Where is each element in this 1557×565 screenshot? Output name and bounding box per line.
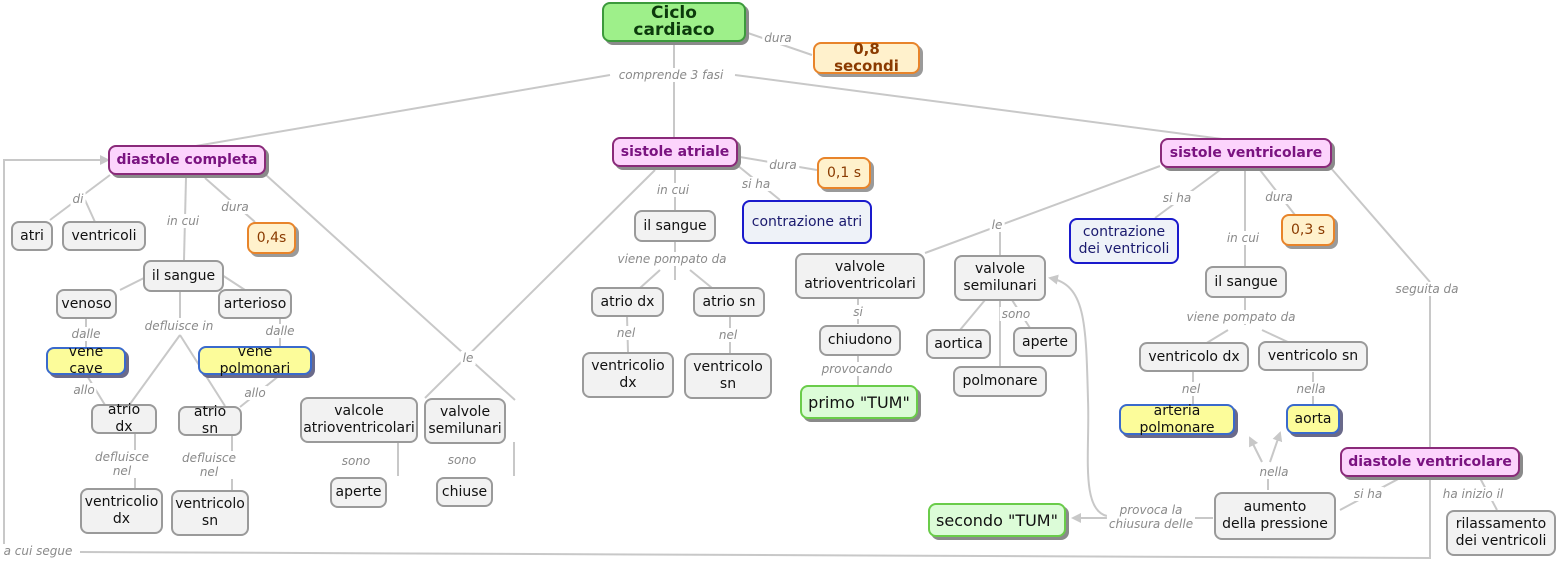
link-label-sono: sono bbox=[339, 454, 373, 468]
link-label-a-cui-segue: a cui segue bbox=[1, 544, 75, 558]
node-ventricolo-dx[interactable]: ventricolio dx bbox=[80, 488, 163, 534]
node-sistole-atriale[interactable]: sistole atriale bbox=[612, 137, 738, 167]
node-ventricolo-sn[interactable]: ventricolo sn bbox=[171, 490, 249, 536]
link-label-defluisce-nel: defluisce nel bbox=[93, 450, 151, 478]
node-il-sangue[interactable]: il sangue bbox=[143, 260, 224, 292]
link-label-dura: dura bbox=[767, 158, 799, 172]
link-label-si: si bbox=[851, 305, 865, 319]
node-ventricolo-dx-sistole[interactable]: ventricolo dx bbox=[1139, 342, 1249, 372]
node-diastole-completa[interactable]: diastole completa bbox=[108, 145, 266, 175]
link-label-pompato: viene pompato da bbox=[1184, 310, 1298, 324]
link-label-sono: sono bbox=[999, 307, 1033, 321]
node-arterioso[interactable]: arterioso bbox=[218, 289, 292, 319]
node-sistole-ventricolare[interactable]: sistole ventricolare bbox=[1160, 138, 1332, 168]
node-aorta[interactable]: aorta bbox=[1286, 404, 1340, 434]
node-duration-atriale[interactable]: 0,1 s bbox=[817, 157, 871, 189]
node-contrazione-atri[interactable]: contrazione atri bbox=[742, 200, 872, 244]
node-secondo-tum[interactable]: secondo "TUM" bbox=[928, 503, 1066, 537]
node-il-sangue-ventricolare[interactable]: il sangue bbox=[1205, 266, 1287, 298]
link-label-dalle: dalle bbox=[263, 324, 297, 338]
node-valvole-sl-diastole[interactable]: valvole semilunari bbox=[424, 398, 506, 444]
node-chiudono[interactable]: chiudono bbox=[819, 325, 901, 356]
node-ventricolo-sn-atriale[interactable]: ventricolo sn bbox=[684, 353, 772, 399]
node-aperte-sistole[interactable]: aperte bbox=[1013, 327, 1077, 357]
link-label-in-cui: in cui bbox=[164, 214, 202, 228]
link-label-le: le bbox=[460, 351, 476, 365]
link-label-defluisce-nel: defluisce nel bbox=[180, 451, 238, 479]
link-label-sono: sono bbox=[445, 453, 479, 467]
link-label-seguita-da: seguita da bbox=[1393, 282, 1461, 296]
node-venoso[interactable]: venoso bbox=[56, 289, 117, 319]
link-label-dura: dura bbox=[1263, 190, 1295, 204]
link-label-defluisce-in: defluisce in bbox=[142, 319, 216, 333]
node-valvole-av-diastole[interactable]: valcole atrioventricolari bbox=[300, 397, 418, 443]
link-label-comprende: comprende 3 fasi bbox=[616, 68, 726, 82]
node-aortica[interactable]: aortica bbox=[926, 329, 991, 359]
node-primo-tum[interactable]: primo "TUM" bbox=[800, 385, 918, 419]
link-label-nella: nella bbox=[1257, 465, 1291, 479]
link-label-pompato: viene pompato da bbox=[615, 252, 729, 266]
link-label-si-ha: si ha bbox=[739, 177, 773, 191]
node-ciclo-cardiaco[interactable]: Ciclo cardiaco bbox=[602, 2, 746, 42]
node-atrio-sn[interactable]: atrio sn bbox=[178, 404, 242, 437]
node-atrio-dx-atriale[interactable]: atrio dx bbox=[591, 287, 664, 317]
link-label-provocando: provocando bbox=[819, 362, 895, 376]
node-rilassamento[interactable]: rilassamento dei ventricoli bbox=[1446, 510, 1556, 556]
link-label-di: di bbox=[70, 192, 86, 206]
node-atri[interactable]: atri bbox=[11, 221, 53, 251]
link-label-dura: dura bbox=[762, 31, 794, 45]
link-label-provoca: provoca la chiusura delle bbox=[1106, 503, 1196, 531]
node-ventricolo-sn-sistole[interactable]: ventricolo sn bbox=[1258, 341, 1368, 371]
node-valvole-sl-sistole[interactable]: valvole semilunari bbox=[954, 255, 1046, 301]
node-il-sangue-atriale[interactable]: il sangue bbox=[634, 210, 716, 242]
link-label-nel: nel bbox=[614, 326, 638, 340]
node-chiuse[interactable]: chiuse bbox=[436, 477, 493, 507]
link-label-dura: dura bbox=[219, 200, 251, 214]
node-valvole-av-sistole[interactable]: valvole atrioventricolari bbox=[795, 253, 925, 299]
link-label-le: le bbox=[989, 218, 1005, 232]
link-label-nel: nel bbox=[1179, 382, 1203, 396]
link-label-in-cui: in cui bbox=[654, 183, 692, 197]
node-atrio-sn-atriale[interactable]: atrio sn bbox=[693, 287, 765, 317]
node-aperte[interactable]: aperte bbox=[330, 477, 387, 508]
node-ventricolo-dx-atriale[interactable]: ventricolio dx bbox=[582, 352, 674, 398]
link-label-si-ha: si ha bbox=[1351, 487, 1385, 501]
node-aumento-pressione[interactable]: aumento della pressione bbox=[1214, 492, 1336, 540]
link-label-dalle: dalle bbox=[69, 327, 103, 341]
node-duration-cycle[interactable]: 0,8 secondi bbox=[813, 41, 920, 75]
node-arteria-polmonare[interactable]: arteria polmonare bbox=[1119, 403, 1235, 436]
node-polmonare[interactable]: polmonare bbox=[953, 366, 1047, 397]
node-ventricoli[interactable]: ventricoli bbox=[62, 221, 146, 251]
link-label-in-cui: in cui bbox=[1224, 231, 1262, 245]
node-diastole-ventricolare[interactable]: diastole ventricolare bbox=[1340, 447, 1520, 477]
link-label-nella: nella bbox=[1294, 382, 1328, 396]
link-label-allo: allo bbox=[71, 383, 97, 397]
link-label-allo: allo bbox=[242, 386, 268, 400]
node-vene-cave[interactable]: vene cave bbox=[46, 344, 126, 377]
node-contrazione-ventricoli[interactable]: contrazione dei ventricoli bbox=[1069, 218, 1179, 264]
node-duration-ventricolare[interactable]: 0,3 s bbox=[1281, 214, 1335, 246]
link-label-ha-inizio: ha inizio il bbox=[1440, 487, 1506, 501]
node-atrio-dx[interactable]: atrio dx bbox=[91, 402, 157, 435]
link-label-si-ha: si ha bbox=[1160, 191, 1194, 205]
node-duration-diastole[interactable]: 0,4s bbox=[247, 222, 296, 254]
node-vene-polmonari[interactable]: vene polmonari bbox=[198, 344, 312, 377]
link-label-nel: nel bbox=[716, 328, 740, 342]
